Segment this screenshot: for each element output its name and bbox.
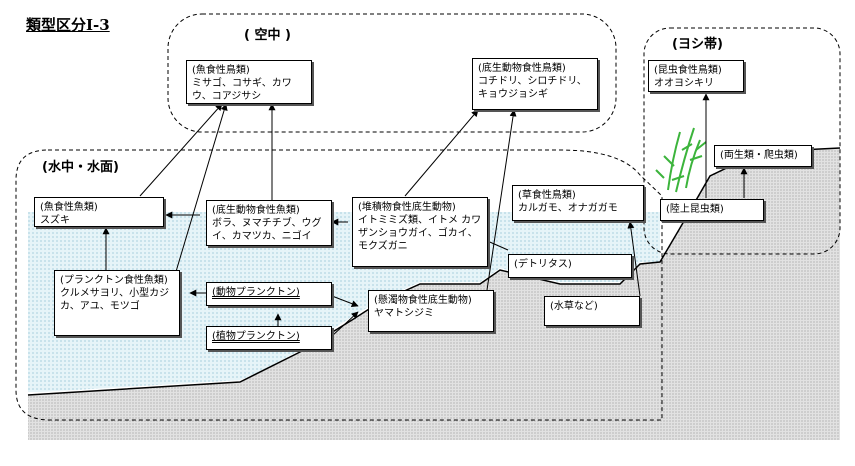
water-region (15, 149, 663, 421)
box-insect-eating-birds: (昆虫食性鳥類) オオヨシキリ (648, 60, 744, 92)
box-zooplankton: (動物プランクトン) (206, 282, 332, 306)
box-suspension-feeding-benthos: (懸濁物食性底生動物) ヤマトシジミ (368, 290, 494, 332)
box-amphibians-reptiles: (両生類・爬虫類) (714, 145, 812, 167)
water-region-label: (水中・水面) (42, 160, 119, 175)
box-benthic-feeding-birds: (底生動物食性鳥類) コチドリ、シロチドリ、キョウジョシギ (472, 58, 598, 110)
box-land-insects: (陸上昆虫類) (660, 199, 764, 221)
reed-plants (655, 127, 707, 193)
air-region-label: ( 空中 ) (244, 28, 291, 43)
box-plankton-eating-fish: (プランクトン食性魚類) クルメサヨリ、小型カジカ、アユ、モツゴ (54, 270, 180, 336)
box-deposit-feeding-benthos: (堆積物食性底生動物) イトミミズ類、イトメ カワザンショウガイ、ゴカイ、モクズ… (352, 197, 488, 267)
box-aquatic-plants: (水草など) (544, 296, 640, 326)
box-phytoplankton: (植物プランクトン) (206, 326, 332, 350)
box-herbivorous-birds: (草食性鳥類) カルガモ、オナガガモ (512, 185, 644, 221)
box-benthic-feeding-fish: (底生動物食性魚類) ボラ、ヌマチチブ、ウグイ、カマツカ、ニゴイ (206, 200, 332, 246)
water-area (28, 212, 660, 392)
reed-region-label: (ヨシ帯) (672, 37, 723, 52)
reed-region (643, 27, 841, 255)
box-fish-eating-birds: (魚食性鳥類) ミサゴ、コサギ、カワウ、コアジサシ (186, 60, 312, 104)
diagram-title: 類型区分Ⅰ-3 (26, 16, 110, 34)
air-region (167, 13, 617, 133)
box-detritus: (デトリタス) (508, 254, 632, 278)
box-fish-eating-fish: (魚食性魚類) スズキ (34, 197, 164, 227)
